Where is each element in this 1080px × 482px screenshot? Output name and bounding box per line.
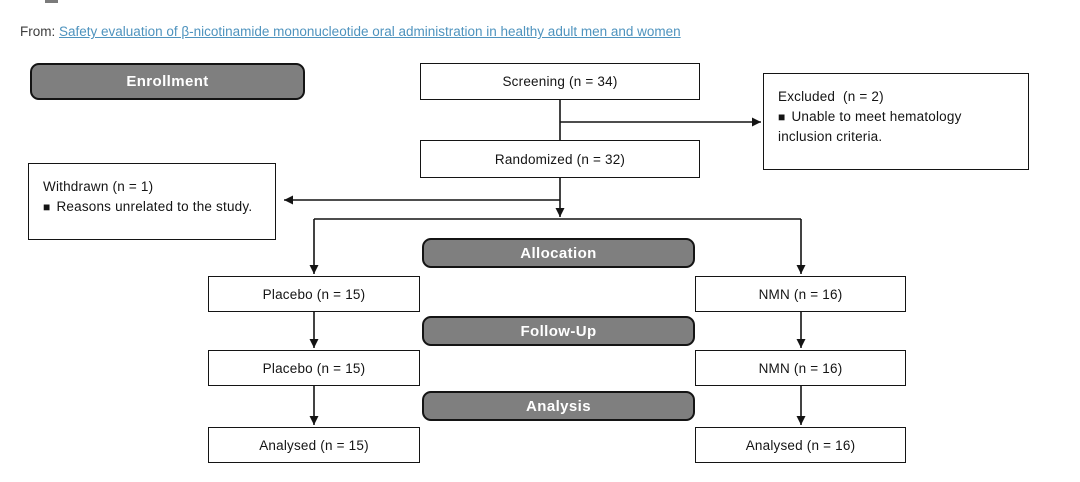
stage-label-analysis: Analysis bbox=[422, 391, 695, 421]
stage-label-enrollment: Enrollment bbox=[30, 63, 305, 100]
flow-box-nmn-analysed: Analysed (n = 16) bbox=[695, 427, 906, 463]
flow-box-nmn-allocation: NMN (n = 16) bbox=[695, 276, 906, 312]
stage-label-allocation: Allocation bbox=[422, 238, 695, 268]
stage-label-follow-up: Follow-Up bbox=[422, 316, 695, 346]
note-excluded-reason: ■Unable to meet hematology inclusion cri… bbox=[778, 107, 1018, 147]
note-excluded: Excluded (n = 2) ■Unable to meet hematol… bbox=[763, 73, 1029, 170]
flow-box-nmn-follow-up: NMN (n = 16) bbox=[695, 350, 906, 386]
note-withdrawn-reason-text: Reasons unrelated to the study. bbox=[56, 199, 253, 214]
cropped-figure-caption-remnant bbox=[45, 0, 58, 3]
from-label: From: bbox=[20, 24, 56, 39]
note-withdrawn-title: Withdrawn (n = 1) bbox=[43, 179, 154, 194]
note-withdrawn-reason: ■ Reasons unrelated to the study. bbox=[43, 197, 265, 217]
figure-source-line: From: Safety evaluation of β-nicotinamid… bbox=[20, 24, 681, 39]
flow-box-placebo-allocation: Placebo (n = 15) bbox=[208, 276, 420, 312]
figure-source-link[interactable]: Safety evaluation of β-nicotinamide mono… bbox=[59, 24, 681, 39]
note-withdrawn: Withdrawn (n = 1) ■ Reasons unrelated to … bbox=[28, 163, 276, 240]
bullet-square-icon: ■ bbox=[43, 200, 51, 214]
flow-box-screening: Screening (n = 34) bbox=[420, 63, 700, 100]
flow-box-randomized: Randomized (n = 32) bbox=[420, 140, 700, 178]
flow-box-placebo-analysed: Analysed (n = 15) bbox=[208, 427, 420, 463]
flow-box-placebo-follow-up: Placebo (n = 15) bbox=[208, 350, 420, 386]
note-excluded-reason-text: Unable to meet hematology inclusion crit… bbox=[778, 109, 962, 144]
bullet-square-icon: ■ bbox=[778, 110, 786, 124]
note-excluded-title: Excluded (n = 2) bbox=[778, 89, 884, 104]
